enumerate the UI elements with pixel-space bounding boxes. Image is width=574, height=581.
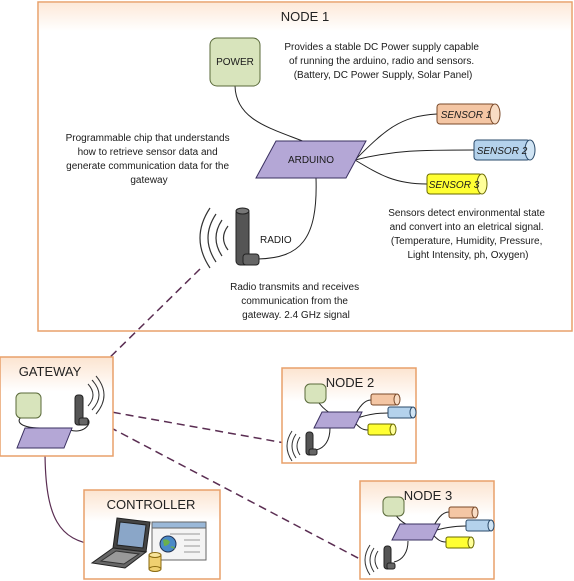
power-wire [234,85,306,143]
controller-title: CONTROLLER [107,497,196,512]
node2-title: NODE 2 [326,375,374,390]
sensor-2-label: SENSOR 2 [477,146,528,157]
arduino-label: ARDUINO [288,155,334,166]
sensor-description: Sensors detect environmental state and c… [388,208,548,261]
link-gateway-node2 [99,409,286,444]
arduino-board [255,140,367,179]
radio-description: Radio transmits and receives communicati… [230,282,362,321]
sensor-3: SENSOR 3 [426,173,488,195]
node2-sensor-icons [367,393,417,436]
arduino-description: Programmable chip that understands how t… [66,133,233,186]
sensor1-wire [354,113,438,161]
node3-power-icon [382,496,405,517]
radio-wire [257,177,317,260]
node2-arduino-icon [313,411,363,429]
node2-power-icon [304,383,327,404]
sensor-3-label: SENSOR 3 [429,180,480,191]
node2-panel: NODE 2 [281,367,417,464]
node1-panel: NODE 1 POWER ARDUINO SENSOR 1 SENSOR 2 S… [37,1,573,332]
database-icon [148,552,162,572]
controller-panel: CONTROLLER [83,489,221,580]
node3-panel: NODE 3 [359,480,495,580]
laptop-icon [90,517,151,569]
power-label: POWER [216,57,254,68]
gateway-title: GATEWAY [19,364,82,379]
radio-label: RADIO [260,235,292,246]
sensor-1-label: SENSOR 1 [441,110,492,121]
node3-radio-icon [364,544,396,576]
sensor-1: SENSOR 1 [436,103,501,125]
link-gateway-node3 [97,420,378,569]
node3-sensor-icons [445,506,495,549]
gateway-power-icon [15,392,42,419]
radio-antenna [199,207,260,269]
sensor-2: SENSOR 2 [473,139,536,161]
link-node1-gateway [96,268,201,371]
globe-icon [159,535,177,553]
node1-title: NODE 1 [281,9,329,24]
power-supply [209,37,261,87]
node3-title: NODE 3 [404,488,452,503]
power-description: Provides a stable DC Power supply capabl… [284,42,481,81]
gateway-arduino-icon [16,427,73,449]
node2-radio-icon [286,430,318,462]
sensor3-wire [354,159,428,185]
node3-arduino-icon [391,523,441,541]
sensor2-wire [354,149,475,161]
gateway-panel: GATEWAY [0,356,114,457]
gateway-radio-icon [74,375,105,426]
